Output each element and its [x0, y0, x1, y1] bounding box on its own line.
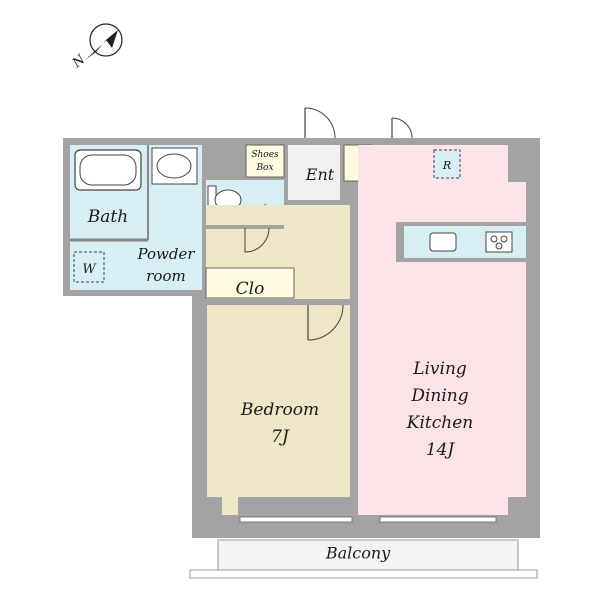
- powder-room-label-2: room: [146, 267, 185, 285]
- bedroom-door-swing: [307, 304, 344, 341]
- burner-2: [500, 235, 508, 243]
- entry-door-swing: [304, 107, 336, 139]
- ldk-label-1: Living: [412, 359, 467, 379]
- bath-label: Bath: [87, 207, 128, 227]
- sink-basin: [156, 153, 192, 179]
- north-label: N: [69, 52, 89, 72]
- balcony-label: Balcony: [325, 544, 391, 563]
- compass-needle-tip: [106, 30, 118, 48]
- balcony-railing: [189, 569, 538, 579]
- refrigerator-space: [433, 149, 461, 179]
- shoes-box-label-2: Box: [255, 163, 273, 173]
- closet-label: Clo: [236, 279, 265, 299]
- bedroom-size-label: 7J: [271, 427, 290, 447]
- toilet-wall: [206, 225, 284, 229]
- entrance: [288, 145, 340, 200]
- bathtub-basin: [79, 154, 137, 186]
- burner-3: [495, 242, 503, 250]
- closet: [205, 267, 295, 299]
- ldk-size-label: 14J: [426, 440, 456, 460]
- shoes-box-label-1: Shoes: [251, 150, 279, 160]
- powder-room-label-1: Powder: [136, 245, 195, 263]
- ldk-label-2: Dining: [410, 386, 468, 406]
- cooktop: [485, 231, 513, 253]
- bedroom-window: [239, 516, 353, 523]
- toilet-door: [244, 227, 270, 253]
- shoes-box: [245, 144, 285, 178]
- washer-space: [73, 251, 105, 283]
- outside-cut: [40, 296, 192, 546]
- ldk-label-3: Kitchen: [406, 413, 473, 433]
- mb-door-swing: [391, 117, 413, 139]
- bedroom-label: Bedroom: [240, 400, 319, 420]
- washer-label: W: [82, 262, 97, 277]
- refrigerator-label: R: [442, 159, 451, 172]
- bedroom: [207, 305, 350, 515]
- balcony: [217, 539, 519, 571]
- kitchen-sink: [429, 232, 457, 252]
- compass: N: [69, 23, 123, 72]
- ldk-window: [379, 516, 497, 523]
- entrance-label: Ent: [305, 165, 335, 184]
- burner-1: [490, 235, 498, 243]
